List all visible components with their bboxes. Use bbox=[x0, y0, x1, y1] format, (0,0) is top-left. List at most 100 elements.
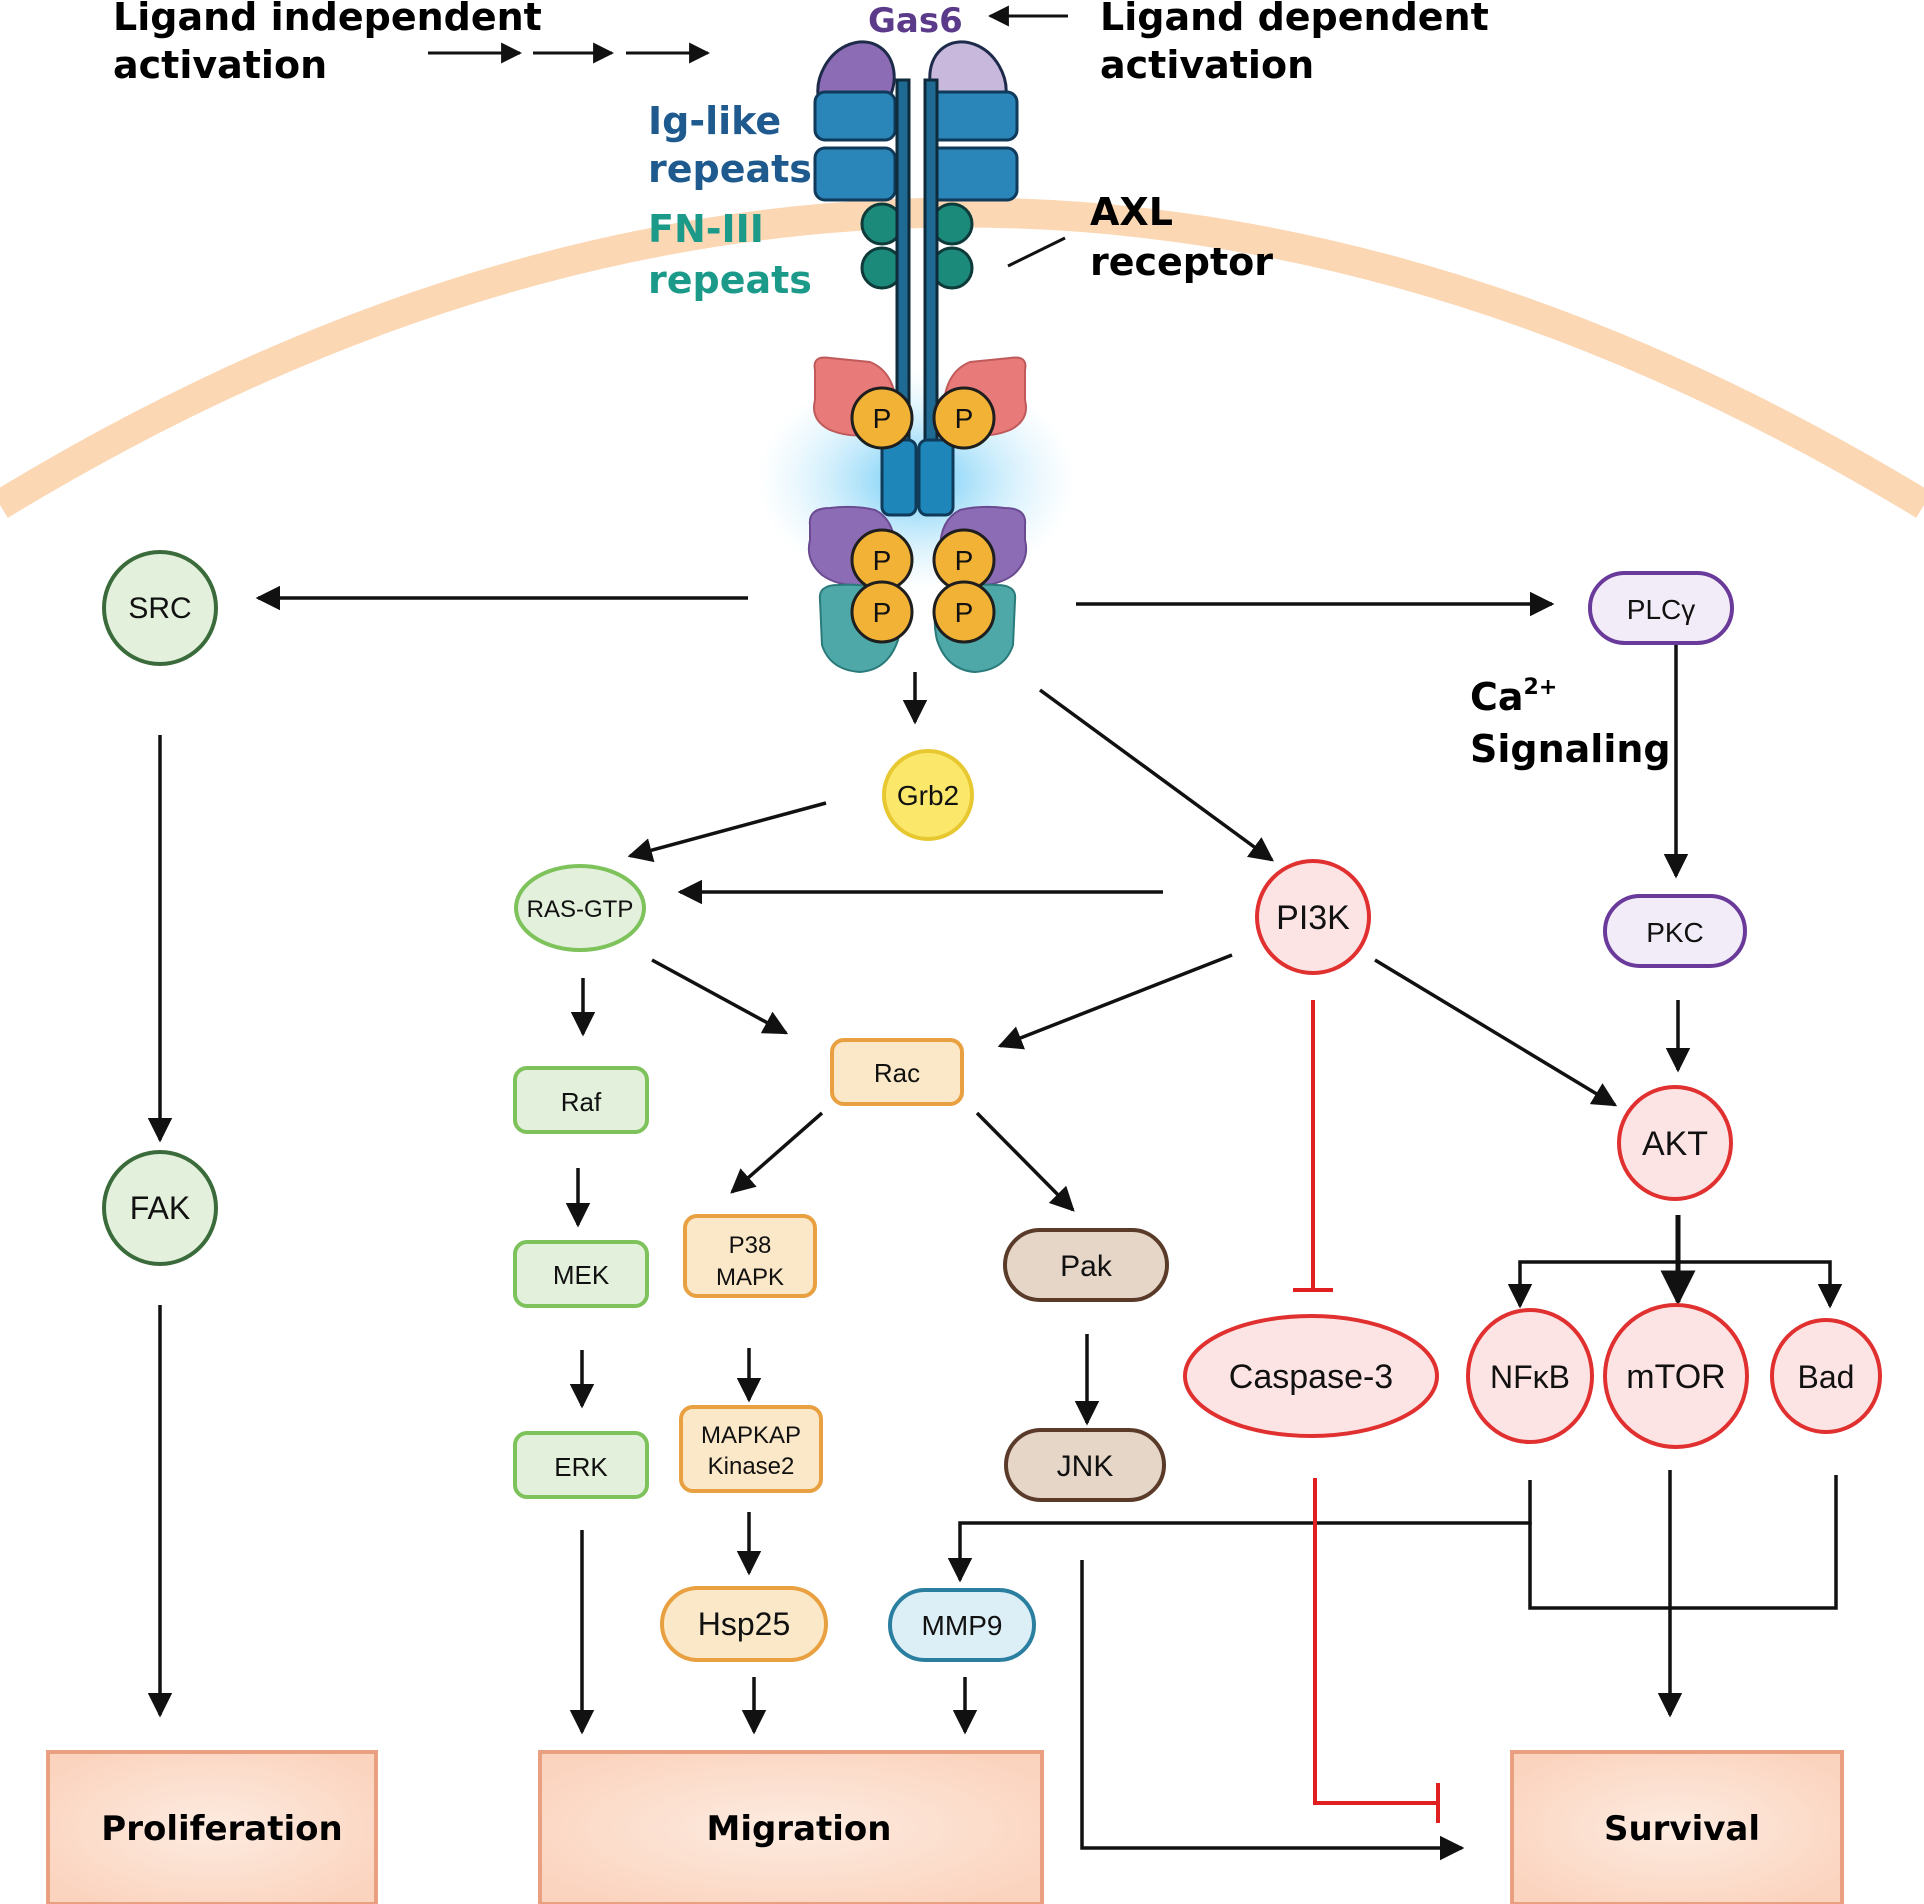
phosphate-label-2: P bbox=[955, 403, 974, 434]
ras-gtp-label: RAS-GTP bbox=[527, 896, 634, 923]
arrow-grb2-ras bbox=[627, 801, 827, 863]
arrow-akt-bad bbox=[1678, 1260, 1843, 1309]
phosphate-1 bbox=[850, 386, 914, 450]
ig-domain-left-2 bbox=[813, 146, 897, 202]
axl-label-2: receptor bbox=[1090, 240, 1273, 284]
nfkb-label: NFκB bbox=[1490, 1359, 1570, 1395]
pathway-arrows bbox=[147, 585, 1843, 1861]
axl-label: AXL bbox=[1090, 190, 1173, 234]
akt-label: AKT bbox=[1642, 1125, 1708, 1163]
node-mmp9: MMP9 bbox=[888, 1588, 1036, 1662]
ligand-dependent-label-2: activation bbox=[1100, 43, 1314, 87]
node-hsp25: Hsp25 bbox=[660, 1586, 828, 1662]
node-raf: Raf bbox=[513, 1066, 649, 1134]
kinase-blue-left bbox=[880, 438, 918, 517]
axl-pointer bbox=[1007, 236, 1066, 268]
phosphate-group: P P P P P P bbox=[850, 386, 996, 644]
phosphate-label-3: P bbox=[873, 545, 892, 576]
fn3-label: FN-III bbox=[648, 207, 764, 251]
arrow-jnk-survival bbox=[1080, 1560, 1465, 1861]
survival-label: Survival bbox=[1604, 1809, 1760, 1849]
grb2-label: Grb2 bbox=[897, 780, 959, 811]
ig-like-label-2: repeats bbox=[648, 147, 812, 191]
rac-label: Rac bbox=[874, 1058, 920, 1088]
phosphate-5 bbox=[850, 580, 914, 644]
pkc-label: PKC bbox=[1646, 917, 1704, 948]
node-pkc: PKC bbox=[1603, 894, 1747, 968]
node-caspase3: Caspase-3 bbox=[1183, 1314, 1439, 1438]
node-plcg: PLCγ bbox=[1588, 571, 1734, 645]
node-nfkb: NFκB bbox=[1466, 1308, 1594, 1444]
ig-like-label: Ig-like bbox=[648, 99, 781, 143]
node-p38-mapk: P38 MAPK bbox=[683, 1214, 817, 1298]
migration-label: Migration bbox=[706, 1809, 891, 1849]
ig-domain-right-2 bbox=[927, 146, 1019, 202]
node-pi3k: PI3K bbox=[1255, 859, 1371, 975]
inhibition-lines bbox=[1293, 1000, 1440, 1823]
mmp9-label: MMP9 bbox=[922, 1610, 1003, 1641]
arrow-pi3k-akt bbox=[1374, 958, 1618, 1107]
ig-domain-left-1 bbox=[813, 90, 897, 142]
p38-label-2: MAPK bbox=[716, 1264, 784, 1291]
gas6-label: Gas6 bbox=[868, 1, 963, 41]
erk-label: ERK bbox=[554, 1452, 608, 1482]
node-bad: Bad bbox=[1770, 1318, 1882, 1434]
fak-label: FAK bbox=[130, 1190, 190, 1226]
kinase-blue-right bbox=[917, 438, 955, 517]
phosphate-label-4: P bbox=[955, 545, 974, 576]
node-akt: AKT bbox=[1617, 1085, 1733, 1201]
pak-label: Pak bbox=[1060, 1250, 1113, 1283]
arrow-rac-p38 bbox=[730, 1111, 824, 1194]
node-grb2: Grb2 bbox=[882, 749, 974, 841]
arrow-pi3k-rac bbox=[997, 953, 1233, 1050]
mek-label: MEK bbox=[553, 1260, 610, 1290]
mtor-label: mTOR bbox=[1626, 1358, 1725, 1396]
raf-label: Raf bbox=[561, 1087, 602, 1117]
node-ras-gtp: RAS-GTP bbox=[514, 864, 646, 952]
arrow-nfkb-mmp9 bbox=[947, 1521, 1532, 1583]
ca-label: Ca2+ bbox=[1470, 675, 1557, 719]
arrow-ras-rac bbox=[651, 958, 789, 1035]
phosphate-6 bbox=[932, 580, 996, 644]
node-mek: MEK bbox=[513, 1240, 649, 1308]
node-fak: FAK bbox=[102, 1150, 218, 1266]
arrow-rac-pak bbox=[975, 1111, 1075, 1212]
axl-receptor: P P P P P P bbox=[757, 40, 1077, 674]
jnk-label: JNK bbox=[1057, 1450, 1114, 1483]
outcome-survival: Survival bbox=[1510, 1750, 1844, 1904]
arrow-akt-nfkb bbox=[1507, 1215, 1680, 1309]
tm-stalk-right bbox=[923, 78, 939, 452]
node-jnk: JNK bbox=[1004, 1428, 1166, 1502]
node-src: SRC bbox=[102, 550, 218, 666]
caspase3-label: Caspase-3 bbox=[1229, 1358, 1393, 1396]
node-mtor: mTOR bbox=[1603, 1303, 1749, 1449]
ca-base: Ca bbox=[1470, 675, 1524, 719]
ca-signaling-label: Signaling bbox=[1470, 727, 1671, 771]
ligand-independent-label: Ligand independent bbox=[113, 0, 542, 39]
node-rac: Rac bbox=[830, 1038, 964, 1106]
outcome-proliferation: Proliferation bbox=[46, 1750, 378, 1904]
node-mapkap-kinase2: MAPKAP Kinase2 bbox=[679, 1405, 823, 1493]
node-erk: ERK bbox=[513, 1431, 649, 1499]
node-pak: Pak bbox=[1003, 1228, 1169, 1302]
pi3k-label: PI3K bbox=[1276, 899, 1350, 937]
ca-superscript: 2+ bbox=[1524, 675, 1558, 700]
hsp25-label: Hsp25 bbox=[698, 1606, 791, 1642]
outcome-migration: Migration bbox=[538, 1750, 1044, 1904]
phosphate-label-6: P bbox=[955, 597, 974, 628]
arrow-receptor-pi3k bbox=[1038, 688, 1274, 862]
phosphate-label-1: P bbox=[873, 403, 892, 434]
mapkap-label-2: Kinase2 bbox=[708, 1453, 795, 1480]
phosphate-label-5: P bbox=[873, 597, 892, 628]
connector-nfkb-bad bbox=[1528, 1475, 1838, 1610]
mapkap-label: MAPKAP bbox=[701, 1422, 801, 1449]
fn3-label-2: repeats bbox=[648, 258, 812, 302]
plcg-label: PLCγ bbox=[1627, 594, 1695, 625]
proliferation-label: Proliferation bbox=[101, 1809, 342, 1849]
src-label: SRC bbox=[128, 592, 191, 625]
ligand-independent-label-2: activation bbox=[113, 43, 327, 87]
inhibit-caspase-survival bbox=[1313, 1478, 1437, 1805]
ig-domain-right-1 bbox=[927, 90, 1019, 142]
phosphate-2 bbox=[932, 386, 996, 450]
